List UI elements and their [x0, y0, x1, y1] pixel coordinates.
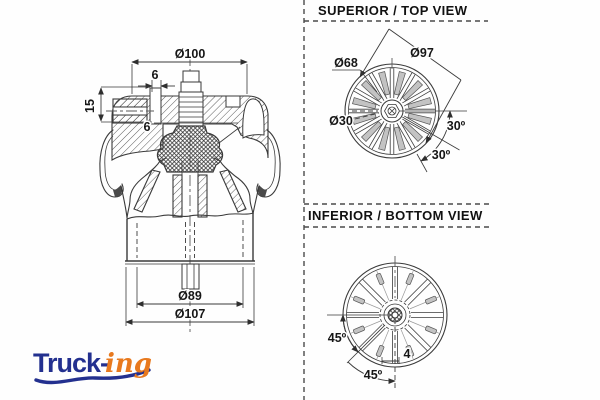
spoke-line: [402, 87, 429, 104]
rivet-slot: [405, 273, 415, 285]
rivet-slot: [425, 295, 437, 305]
spoke-line: [362, 278, 386, 303]
logo-swoosh: [34, 368, 151, 385]
spoke-line: [371, 72, 388, 100]
top-view-drawing: Ø97 Ø68 Ø30 30º 30º: [328, 28, 467, 173]
spoke-slot: [393, 71, 406, 96]
spoke-line: [399, 74, 416, 101]
spoke-line: [403, 90, 431, 107]
spoke-slot: [407, 97, 432, 110]
rivet-slot: [425, 325, 437, 335]
right-rib: [242, 98, 265, 139]
spoke-slot: [352, 97, 377, 110]
dim-top-diameter: Ø100: [175, 47, 206, 61]
dim-spoke-circle: Ø68: [334, 56, 358, 70]
spoke-line: [358, 282, 383, 306]
spoke-slot: [378, 71, 391, 96]
spoke-slot: [402, 79, 424, 101]
plate-notch: [225, 95, 241, 108]
panel-separators: [303, 0, 490, 400]
section-dimensions: Ø100 6 15 6 Ø89 Ø107: [82, 46, 255, 326]
rivet-slot: [375, 345, 385, 357]
spoke-line: [399, 121, 416, 148]
top-view-spokes: [349, 68, 435, 154]
dim-base-inner-diameter: Ø89: [178, 289, 202, 303]
top-stud: [178, 70, 204, 127]
spoke-line: [407, 324, 432, 348]
dim-angle-a: 30º: [447, 119, 466, 133]
spoke-slot: [393, 126, 406, 151]
brand-logo: Truck-ing: [33, 348, 152, 379]
dim-vent-width: 6: [152, 68, 159, 82]
dim-base-outer-diameter: Ø107: [175, 307, 206, 321]
spoke-line: [402, 118, 429, 135]
spoke-line: [358, 324, 383, 348]
dim-angle-b: 30º: [432, 148, 451, 162]
spoke-line: [404, 327, 428, 352]
dim-port-height: 15: [83, 99, 97, 113]
dim-hub-diameter: Ø30: [329, 114, 353, 128]
rubber-bumper: [156, 125, 224, 173]
bottom-view-drawing: 45º 45º 4: [326, 256, 448, 388]
spoke-line: [353, 90, 381, 107]
spoke-line: [371, 122, 388, 150]
spoke-line: [404, 278, 428, 303]
spoke-line: [396, 122, 413, 150]
bottom-view-dimensions: 45º 45º 4: [326, 314, 412, 388]
side-port: [106, 98, 154, 124]
bottom-view-title: INFERIOR / BOTTOM VIEW: [308, 208, 483, 223]
rivet-slot: [375, 273, 385, 285]
spoke-line: [355, 87, 382, 104]
cross-section-drawing: Ø100 6 15 6 Ø89 Ø107: [82, 46, 281, 332]
bottom-view-spokes: [346, 266, 444, 364]
spoke-line: [353, 115, 381, 132]
brand-logo-primary: Truck-: [33, 348, 109, 378]
top-view-hub: [380, 99, 404, 123]
spoke-line: [368, 121, 385, 148]
top-view-dimensions: Ø97 Ø68 Ø30 30º 30º: [328, 28, 467, 173]
lower-cylinder: [125, 212, 255, 265]
brand-logo-secondary: ing: [105, 349, 152, 379]
spoke-slot: [407, 112, 432, 125]
spoke-line: [368, 74, 385, 101]
dim-angle-b: 45º: [364, 368, 383, 382]
spoke-line: [396, 72, 413, 100]
dim-slot-width: 4: [404, 347, 411, 361]
spoke-line: [403, 115, 431, 132]
spoke-line: [355, 118, 382, 135]
bottom-stud: [181, 263, 200, 290]
rivet-slot: [353, 325, 365, 335]
top-view-title: SUPERIOR / TOP VIEW: [318, 3, 468, 18]
spoke-line: [362, 327, 386, 352]
spoke-slot: [378, 126, 391, 151]
rivet-slot: [405, 345, 415, 357]
spoke-slot: [352, 112, 377, 125]
bellows-fold-right: [252, 129, 281, 215]
spoke-slot: [402, 121, 424, 143]
piston: [126, 157, 254, 258]
rivet-slot: [353, 295, 365, 305]
bellows-fold-left: [99, 129, 128, 219]
spoke-slot: [360, 79, 382, 101]
spoke-line: [407, 282, 432, 306]
dim-outer-diameter: Ø97: [410, 46, 434, 60]
vent-slot: [149, 87, 162, 125]
dim-wall-thickness: 6: [144, 120, 151, 134]
spoke-slot: [360, 121, 382, 143]
dim-angle-a: 45º: [328, 331, 347, 345]
